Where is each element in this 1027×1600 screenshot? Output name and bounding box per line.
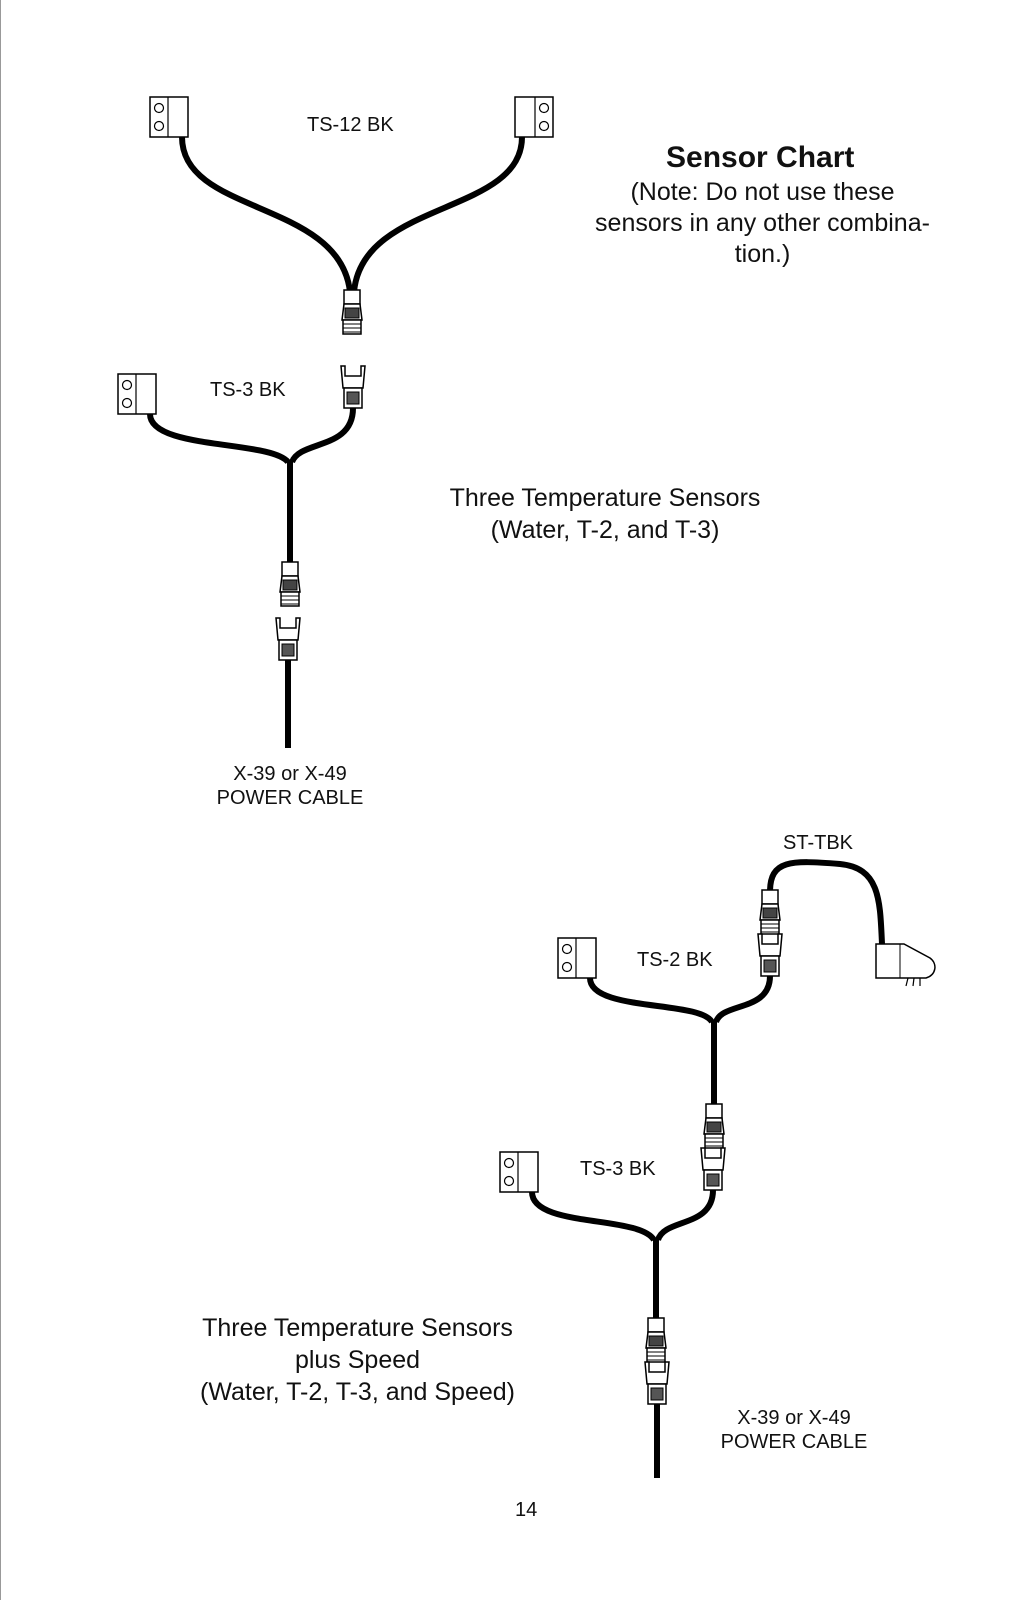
page-edge — [0, 0, 1, 1600]
power-cable-line-1: X-39 or X-49 — [233, 763, 347, 785]
power-cable-label-2: X-39 or X-49 POWER CABLE — [694, 1406, 894, 1454]
speed-caption-line-1: Three Temperature Sensors — [202, 1314, 513, 1342]
diagram-speed — [499, 859, 936, 1478]
power-cable-2-line-1: X-39 or X-49 — [737, 1407, 851, 1429]
diagram-ts12 — [149, 96, 554, 335]
power-cable-label: X-39 or X-49 POWER CABLE — [190, 762, 390, 810]
speed-caption-line-3: (Water, T-2, T-3, and Speed) — [200, 1378, 515, 1406]
caption-line-2: (Water, T-2, and T-3) — [490, 516, 720, 544]
page-number: 14 — [515, 1499, 538, 1521]
power-cable-line-2: POWER CABLE — [216, 787, 364, 809]
note-line-1: (Note: Do not use these — [630, 178, 895, 206]
power-cable-2-line-2: POWER CABLE — [720, 1431, 868, 1453]
note-line-2: sensors in any other combina- — [595, 209, 930, 237]
ts12-label: TS-12 BK — [307, 114, 394, 136]
note-line-3: tion.) — [734, 240, 791, 268]
speed-caption-line-2: plus Speed — [294, 1346, 421, 1374]
caption-three-sensors-speed: Three Temperature Sensors plus Speed (Wa… — [170, 1312, 545, 1408]
caption-line-1: Three Temperature Sensors — [449, 484, 761, 512]
diagram-ts3 — [117, 365, 366, 748]
caption-three-sensors: Three Temperature Sensors (Water, T-2, a… — [425, 482, 785, 546]
ts2-label: TS-2 BK — [637, 949, 713, 971]
ts3-label: TS-3 BK — [210, 379, 286, 401]
st-tbk-label: ST-TBK — [783, 832, 854, 854]
chart-title: Sensor Chart — [666, 141, 855, 174]
ts3-lower-label: TS-3 BK — [580, 1158, 656, 1180]
chart-note: (Note: Do not use these sensors in any o… — [575, 177, 950, 270]
